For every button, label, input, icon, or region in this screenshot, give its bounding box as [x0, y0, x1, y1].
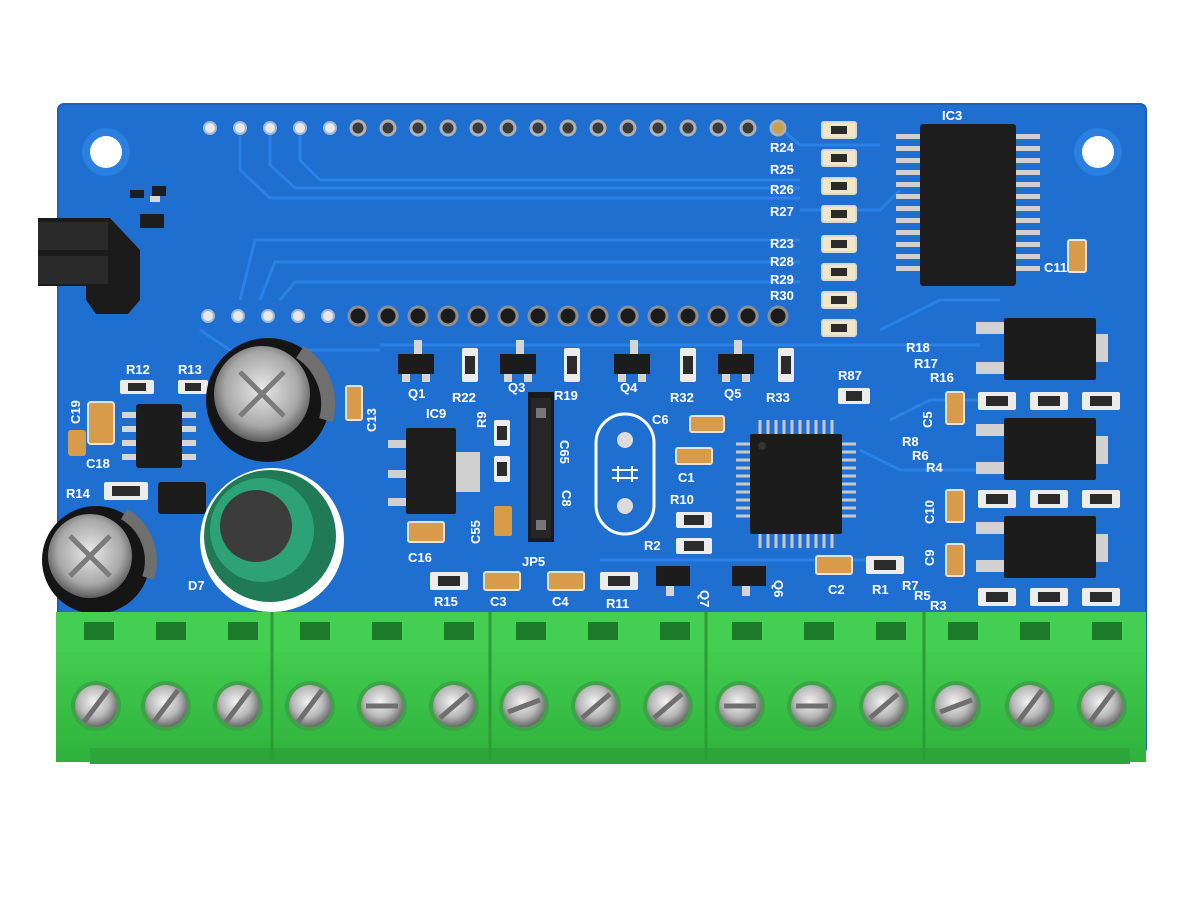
label-c65: C65	[557, 440, 572, 464]
label-r18: R18	[906, 340, 930, 355]
label-r27: R27	[770, 204, 794, 219]
left-jumper	[38, 218, 140, 314]
electrolytic-capacitor-small	[42, 506, 157, 614]
header-pads-bottom	[201, 305, 789, 327]
label-r29: R29	[770, 272, 794, 287]
mounting-holes	[82, 128, 1122, 176]
label-c55: C55	[468, 520, 483, 544]
label-r2: R2	[644, 538, 661, 553]
small-transistor-topleft	[130, 186, 166, 228]
bridge-rectifier	[158, 482, 206, 514]
label-r16: R16	[930, 370, 954, 385]
label-q4: Q4	[620, 380, 638, 395]
label-r28: R28	[770, 254, 794, 269]
c13-capacitor	[345, 385, 363, 421]
power-transistors	[976, 318, 1108, 578]
small-caps-mcu	[675, 415, 725, 554]
label-r22: R22	[452, 390, 476, 405]
bottom-row-parts	[430, 555, 904, 596]
label-c13: C13	[364, 408, 379, 432]
vertical-resistors	[462, 348, 794, 382]
c19-capacitor	[87, 401, 115, 445]
label-r19: R19	[554, 388, 578, 403]
c11-capacitor	[1067, 239, 1087, 273]
label-c10: C10	[922, 500, 937, 524]
label-r24: R24	[770, 140, 795, 155]
jp5-jumper	[528, 392, 554, 542]
ic9-regulator	[388, 428, 480, 514]
mcu-chip	[736, 420, 856, 548]
label-c18: C18	[86, 456, 110, 471]
silkscreen-labels: IC3 R24 R25 R26 R27 R23 R28 R29 R30 C11 …	[66, 108, 1067, 613]
c18-capacitor	[68, 430, 86, 456]
electrolytic-capacitor-large	[206, 338, 336, 462]
label-r26: R26	[770, 182, 794, 197]
inductor	[200, 468, 344, 612]
label-c11: C11	[1044, 260, 1067, 275]
crystal	[594, 412, 656, 536]
label-q5: Q5	[724, 386, 741, 401]
label-c8: C8	[559, 490, 574, 507]
label-c5: C5	[920, 411, 935, 428]
label-r12: R12	[126, 362, 150, 377]
label-r33: R33	[766, 390, 790, 405]
terminal-screws	[71, 681, 1127, 731]
small-parts-center	[407, 420, 512, 543]
label-c16: C16	[408, 550, 432, 565]
soic8-chip	[122, 404, 196, 468]
label-r4: R4	[926, 460, 943, 475]
label-q1: Q1	[408, 386, 425, 401]
label-r87: R87	[838, 368, 862, 383]
label-c9: C9	[922, 549, 937, 566]
label-r32: R32	[670, 390, 694, 405]
right-resistor-grid	[945, 391, 1120, 606]
label-r3: R3	[930, 598, 947, 613]
label-ic3: IC3	[942, 108, 962, 123]
label-r8: R8	[902, 434, 919, 449]
transistor-row	[398, 340, 754, 382]
label-c4: C4	[552, 594, 569, 609]
label-c19: C19	[68, 400, 83, 424]
label-c6: C6	[652, 412, 669, 427]
label-q7: Q7	[697, 590, 712, 607]
label-r15: R15	[434, 594, 458, 609]
ic3-chip	[896, 124, 1040, 286]
resistor-column	[821, 121, 857, 337]
pcb-traces	[199, 126, 1000, 562]
label-c1: C1	[678, 470, 695, 485]
label-r1: R1	[872, 582, 889, 597]
label-q3: Q3	[508, 380, 525, 395]
label-r17: R17	[914, 356, 938, 371]
label-r5: R5	[914, 588, 931, 603]
label-r9: R9	[474, 411, 489, 428]
label-d7: D7	[188, 578, 205, 593]
label-ic9: IC9	[426, 406, 446, 421]
label-r11: R11	[606, 596, 629, 611]
label-r10: R10	[670, 492, 694, 507]
label-r23: R23	[770, 236, 794, 251]
label-r25: R25	[770, 162, 794, 177]
label-r6: R6	[912, 448, 929, 463]
label-r7: R7	[902, 578, 919, 593]
label-jp5: JP5	[522, 554, 545, 569]
header-pads-top	[203, 119, 787, 137]
label-c2: C2	[828, 582, 845, 597]
label-r30: R30	[770, 288, 794, 303]
label-r14: R14	[66, 486, 91, 501]
label-c3: C3	[490, 594, 507, 609]
label-q6: Q6	[771, 580, 786, 597]
label-r13: R13	[178, 362, 202, 377]
